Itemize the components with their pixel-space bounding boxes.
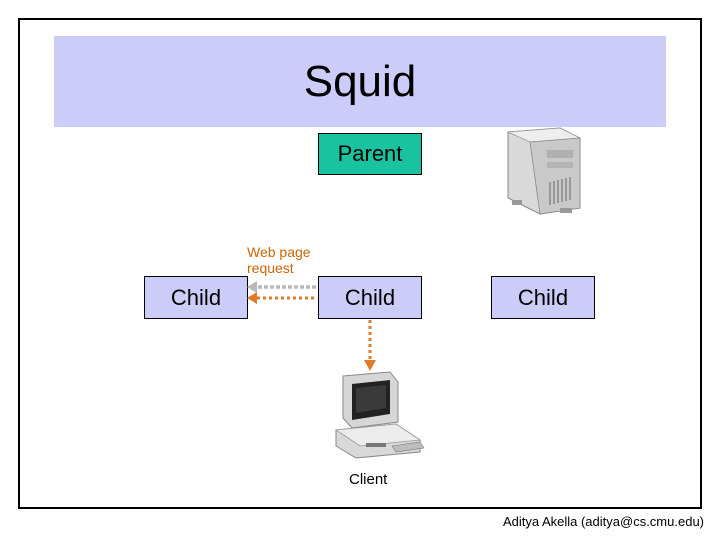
footer-credit: Aditya Akella (aditya@cs.cmu.edu) [502, 514, 704, 529]
forward-request-arrow [247, 292, 316, 304]
parent-node-label: Parent [337, 141, 403, 166]
slide-frame [18, 18, 702, 509]
child-node-label: Child [170, 284, 222, 310]
child-node-label: Child [344, 284, 396, 310]
client-request-arrow [364, 320, 376, 371]
parent-node: Parent [318, 133, 422, 175]
child-node-label: Child [517, 284, 569, 310]
web-page-request-label: Web page request [247, 244, 311, 276]
client-label: Client [349, 471, 388, 488]
tower-server-icon [507, 127, 582, 215]
title-band: Squid [54, 36, 666, 127]
slide-title: Squid [303, 56, 417, 106]
peer-request-arrow [247, 281, 316, 293]
child-node-right: Child [491, 276, 595, 319]
desktop-computer-icon [334, 371, 425, 459]
child-node-center: Child [318, 276, 422, 319]
child-node-left: Child [144, 276, 248, 319]
